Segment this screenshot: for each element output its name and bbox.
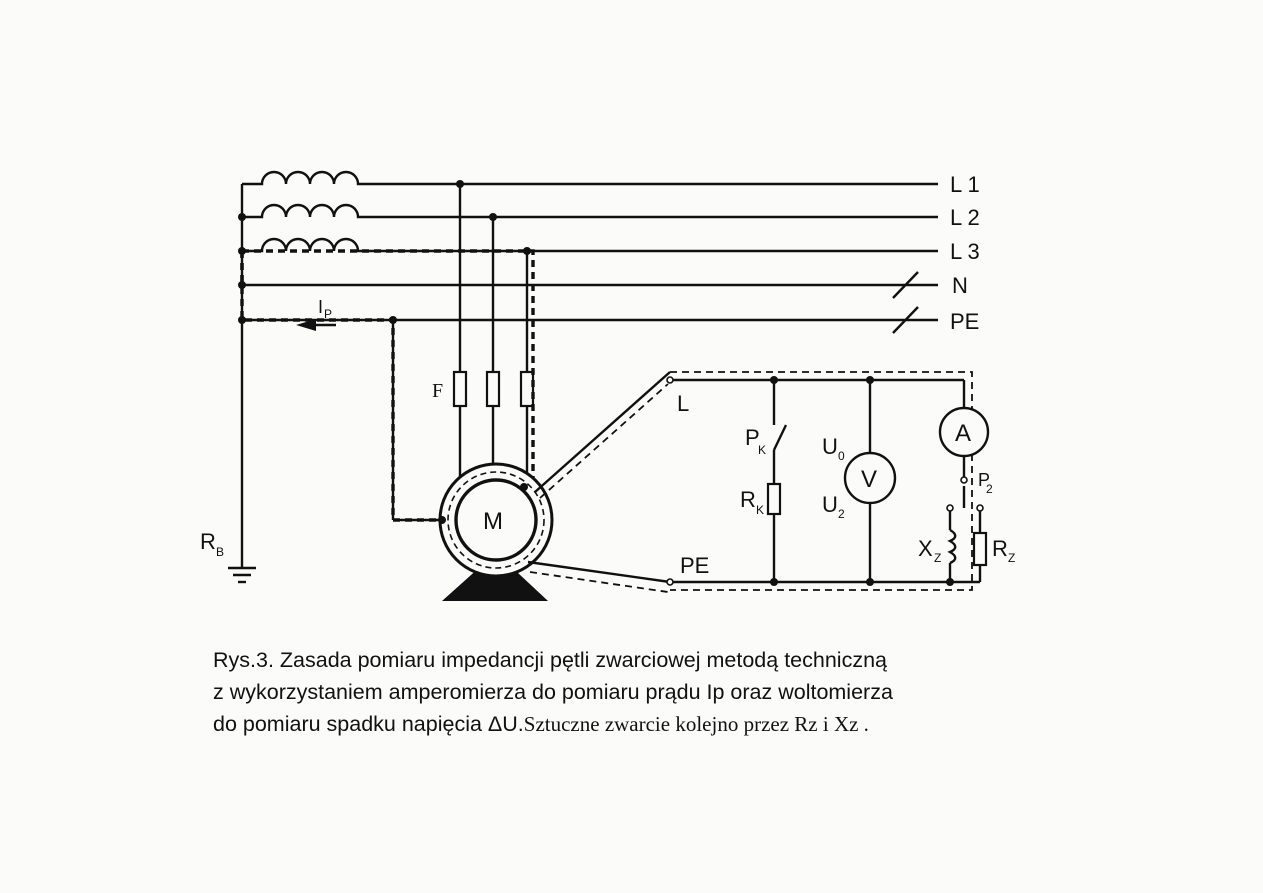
caption-line-3-sans: do pomiaru spadku napięcia ΔU. xyxy=(213,712,524,736)
fuse-l1 xyxy=(452,370,468,408)
label-motor: M xyxy=(483,508,503,535)
ammeter-branch xyxy=(938,380,990,582)
label-rz: R xyxy=(992,536,1008,561)
label-pe-bus: PE xyxy=(950,309,979,334)
label-l3: L 3 xyxy=(950,239,980,264)
label-pe-terminal: PE xyxy=(680,553,709,578)
label-n: N xyxy=(952,273,968,298)
bus-lines xyxy=(242,182,938,334)
caption-line-1: Rys.3. Zasada pomiaru impedancji pętli z… xyxy=(213,648,887,672)
current-arrow xyxy=(296,319,316,331)
label-ammeter: A xyxy=(955,420,971,447)
label-rk-sub: K xyxy=(756,503,764,517)
figure-caption: Rys.3. Zasada pomiaru impedancji pętli z… xyxy=(213,644,1093,740)
label-ip: I xyxy=(318,297,323,317)
motor xyxy=(438,462,554,601)
label-ip-sub: P xyxy=(324,307,332,321)
label-pk-sub: K xyxy=(758,443,766,457)
label-l-terminal: L xyxy=(677,391,689,416)
label-rz-sub: Z xyxy=(1008,551,1015,565)
label-xz-sub: Z xyxy=(934,551,941,565)
fault-loop-path xyxy=(240,249,535,522)
measuring-circuit xyxy=(666,371,980,591)
measuring-leads xyxy=(527,371,671,593)
label-xz: X xyxy=(918,536,933,561)
label-p2: P xyxy=(978,470,990,490)
label-u0-sub: 0 xyxy=(838,449,845,463)
voltmeter xyxy=(843,380,897,582)
label-pk: P xyxy=(745,425,760,450)
label-l2: L 2 xyxy=(950,205,980,230)
label-p2-sub: 2 xyxy=(986,482,993,496)
label-u2: U xyxy=(822,492,838,517)
label-rb: R xyxy=(200,529,216,554)
motor-base xyxy=(442,558,548,601)
earth-ground-symbol xyxy=(228,566,256,584)
caption-line-3: do pomiaru spadku napięcia ΔU.Sztuczne z… xyxy=(213,708,1093,740)
fuse-l3 xyxy=(519,370,535,408)
pk-rk-branch xyxy=(766,380,788,582)
transformer-windings xyxy=(240,170,360,568)
label-u2-sub: 2 xyxy=(838,507,845,521)
label-rb-sub: B xyxy=(216,545,224,559)
label-rk: R xyxy=(740,487,756,512)
label-l1: L 1 xyxy=(950,172,980,197)
fuse-l2 xyxy=(485,370,501,408)
caption-line-2: z wykorzystaniem amperomierza do pomiaru… xyxy=(213,680,893,704)
label-u0: U xyxy=(822,434,838,459)
caption-line-3-serif: Sztuczne zwarcie kolejno przez Rz i Xz . xyxy=(523,712,869,736)
fuse-set xyxy=(452,370,535,408)
label-voltmeter: V xyxy=(861,466,877,493)
label-fuse: F xyxy=(432,380,443,402)
